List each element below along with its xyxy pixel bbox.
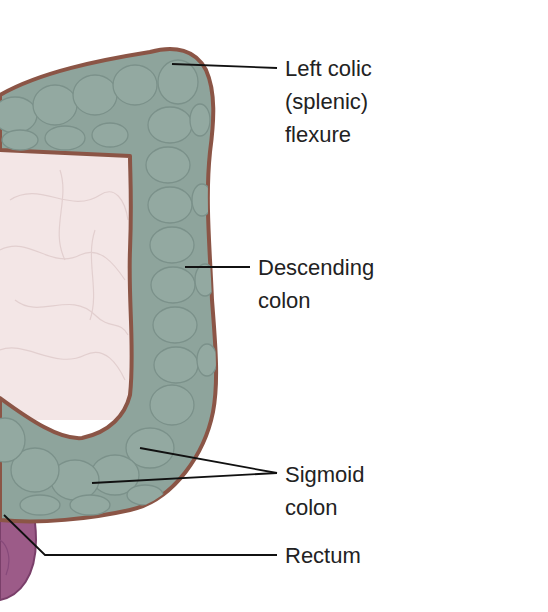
part-label: Descending colon xyxy=(258,251,408,317)
small-intestine xyxy=(0,140,140,420)
part-label: Rectum xyxy=(285,539,435,572)
part-label: Sigmoid colon xyxy=(285,458,410,524)
haustra xyxy=(0,60,217,515)
leader-lines xyxy=(4,64,277,555)
part-label: Left colic (splenic) flexure xyxy=(285,52,410,151)
